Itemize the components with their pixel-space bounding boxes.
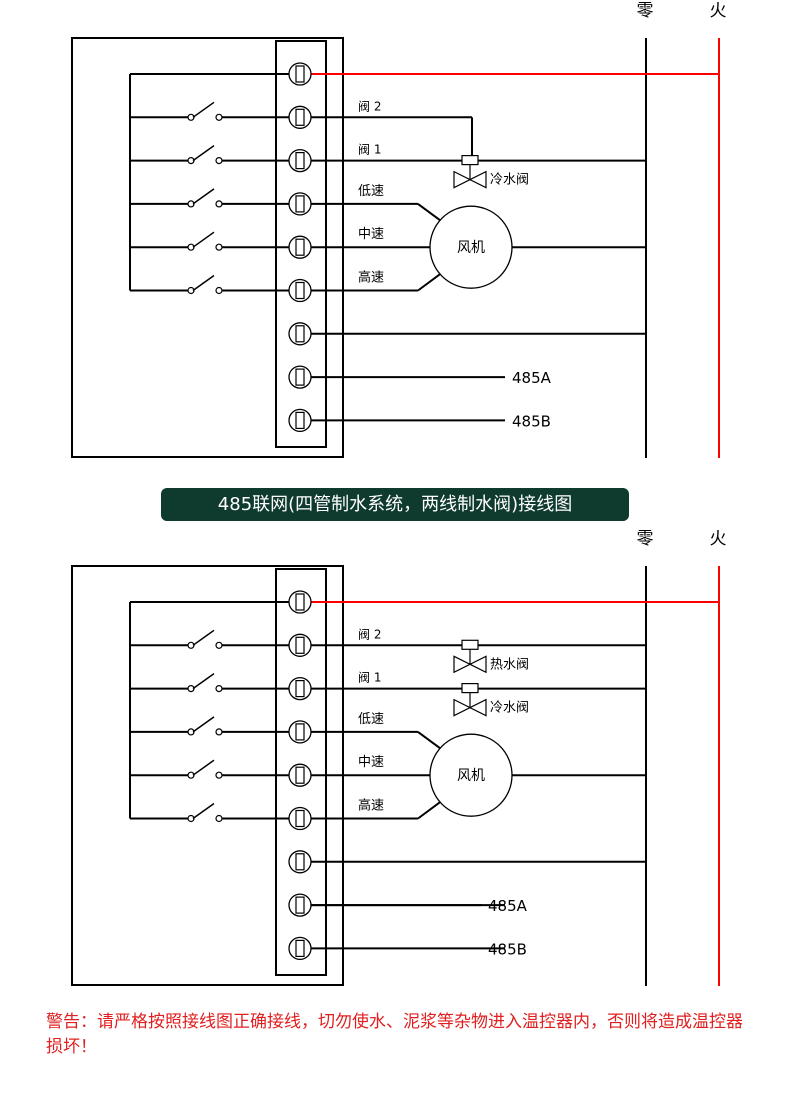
- terminal-strip: [275, 568, 327, 976]
- terminal-slot: [295, 593, 305, 611]
- switch-contact-icon: [215, 641, 223, 649]
- terminal-strip: [275, 40, 327, 448]
- terminal-slot: [295, 152, 305, 170]
- terminal-slot: [295, 238, 305, 256]
- switch-blade-icon: [192, 144, 215, 162]
- terminal-slot: [295, 411, 305, 429]
- valve-actuator: [461, 682, 479, 694]
- terminal-slot: [295, 325, 305, 343]
- valve2-label: 阀 2: [358, 99, 381, 113]
- warning-text: 警告：请严格按照接线图正确接线，切勿使水、泥浆等杂物进入温控器内，否则将造成温控…: [46, 1012, 743, 1057]
- switch-blade-icon: [192, 759, 215, 776]
- valve-body-icon: [453, 170, 487, 189]
- valve-actuator: [461, 155, 479, 166]
- neutral-label: 零: [637, 529, 654, 549]
- rs485a-label: 485A: [512, 369, 552, 387]
- high-speed-label: 高速: [358, 270, 384, 286]
- switch-contact-icon: [215, 728, 223, 736]
- switch-contact-icon: [215, 157, 223, 165]
- rs485b-label: 485B: [488, 940, 527, 958]
- switch-contact-icon: [215, 684, 223, 693]
- switch-blade-icon: [192, 101, 215, 118]
- rs485a-label: 485A: [488, 897, 528, 915]
- diagram-title-banner: 485联网(四管制水系统，两线制水阀)接线图: [161, 488, 629, 521]
- switch-contact-icon: [215, 243, 223, 251]
- terminal-slot: [295, 108, 305, 126]
- switch-contact-icon: [215, 814, 223, 823]
- switch-blade-icon: [192, 629, 215, 646]
- terminal-slot: [295, 679, 305, 698]
- terminal-slot: [295, 939, 305, 958]
- terminal-slot: [295, 195, 305, 213]
- valve1-label: 阀 1: [358, 671, 381, 685]
- mid-speed-label: 中速: [358, 755, 384, 770]
- low-speed-wire: [417, 203, 441, 222]
- valve-body-icon: [453, 655, 487, 674]
- high-speed-wire: [417, 273, 441, 292]
- switch-contact-icon: [215, 200, 223, 208]
- terminal-slot: [295, 368, 305, 386]
- switch-blade-icon: [192, 716, 215, 733]
- mid-speed-label: 中速: [358, 227, 384, 242]
- fan-label: 风机: [457, 768, 485, 784]
- live-label: 火: [710, 529, 727, 549]
- terminal-slot: [295, 809, 305, 828]
- low-speed-wire: [417, 731, 441, 750]
- cold-valve-icon: [453, 155, 487, 189]
- terminal-slot: [295, 281, 305, 300]
- switch-contact-icon: [215, 286, 223, 295]
- valve-body-icon: [453, 698, 487, 717]
- terminal-slot: [295, 636, 305, 654]
- terminal-slot: [295, 766, 305, 784]
- hot-valve-label: 热水阀: [490, 657, 529, 672]
- valve-actuator: [461, 639, 479, 650]
- neutral-label: 零: [637, 1, 654, 21]
- live-label: 火: [710, 1, 727, 21]
- fan-label: 风机: [457, 240, 485, 256]
- switch-blade-icon: [192, 231, 215, 248]
- terminal-slot: [295, 723, 305, 741]
- switch-contact-icon: [215, 113, 223, 121]
- switch-blade-icon: [192, 672, 215, 690]
- terminal-slot: [295, 853, 305, 871]
- valve2-label: 阀 2: [358, 627, 381, 641]
- cold-valve-icon: [453, 682, 487, 717]
- cold-valve-label: 冷水阀: [490, 173, 529, 188]
- switch-blade-icon: [192, 188, 215, 205]
- terminal-slot: [295, 65, 305, 83]
- switch-blade-icon: [192, 802, 215, 820]
- switch-blade-icon: [192, 274, 215, 292]
- low-speed-label: 低速: [358, 712, 384, 727]
- low-speed-label: 低速: [358, 184, 384, 199]
- high-speed-wire: [417, 801, 441, 820]
- rs485b-label: 485B: [512, 412, 551, 430]
- terminal-slot: [295, 896, 305, 914]
- high-speed-label: 高速: [358, 798, 384, 814]
- hot-valve-icon: [453, 639, 487, 674]
- valve1-label: 阀 1: [358, 143, 381, 157]
- switch-contact-icon: [215, 771, 223, 779]
- cold-valve-label: 冷水阀: [490, 701, 529, 716]
